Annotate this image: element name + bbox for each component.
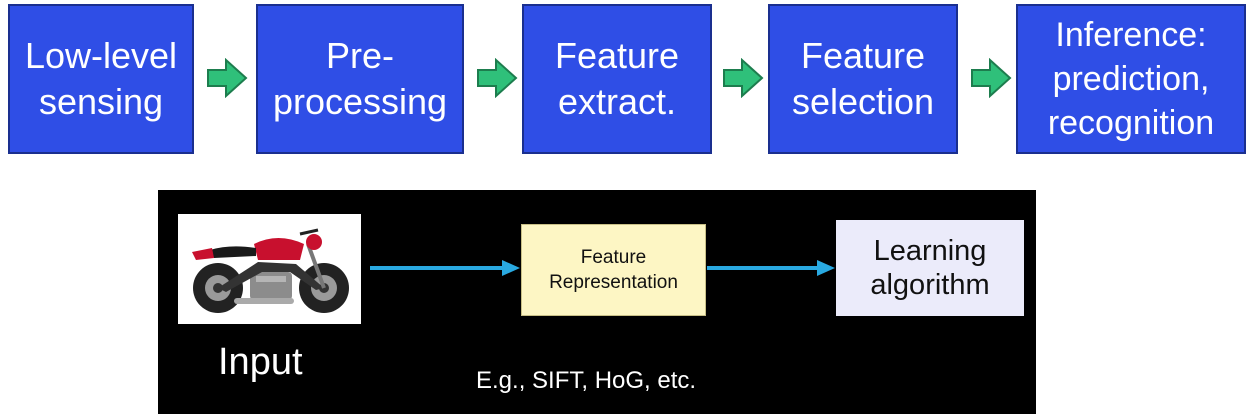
stage-inference: Inference: prediction, recognition bbox=[1016, 4, 1246, 154]
input-label: Input bbox=[218, 341, 303, 383]
learning-algorithm-box: Learning algorithm bbox=[836, 220, 1024, 316]
green-arrow-icon bbox=[207, 58, 248, 98]
stage-low-level-sensing: Low-level sensing bbox=[8, 4, 194, 154]
green-arrow-icon bbox=[723, 58, 764, 98]
feature-representation-box: Feature Representation bbox=[521, 224, 706, 316]
green-arrow-icon bbox=[477, 58, 518, 98]
stage-pre-processing: Pre- processing bbox=[256, 4, 464, 154]
examples-caption: E.g., SIFT, HoG, etc. bbox=[476, 367, 697, 394]
stage-feature-extract: Feature extract. bbox=[522, 4, 712, 154]
example-panel: Input Feature Representation Learning al… bbox=[158, 190, 1036, 414]
arrow-right-icon bbox=[707, 260, 835, 276]
motorcycle-image bbox=[178, 214, 361, 324]
green-arrow-icon bbox=[971, 58, 1012, 98]
arrow-right-icon bbox=[370, 260, 520, 276]
stage-feature-selection: Feature selection bbox=[768, 4, 958, 154]
